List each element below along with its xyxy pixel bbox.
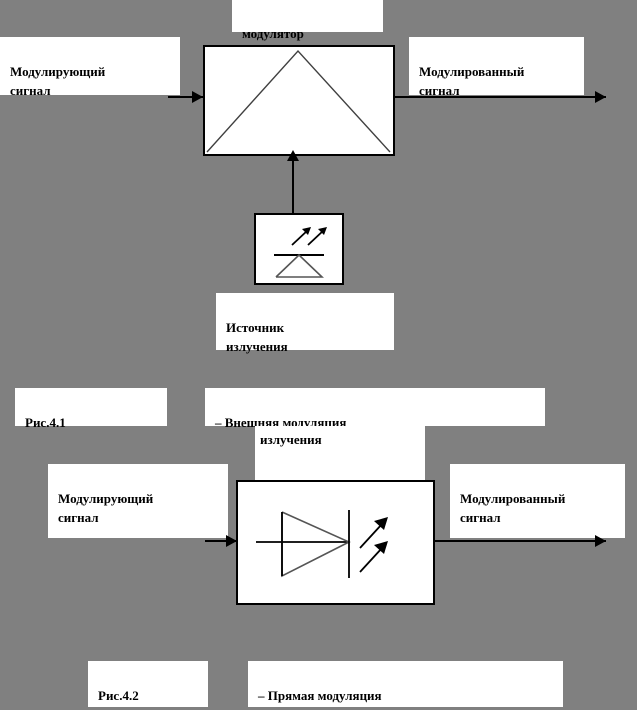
laser-diode-symbol	[256, 510, 388, 578]
modulated-signal-label-top: Модулированный сигнал	[419, 64, 525, 98]
figure-4-1-caption-box: – Внешняя модуляция	[205, 388, 545, 430]
output-arrowhead-bottom	[595, 535, 606, 547]
output-wire-bottom	[434, 540, 606, 542]
input-arrowhead-top	[192, 91, 203, 103]
input-wire-top	[168, 96, 204, 98]
source-wire	[292, 160, 294, 215]
modulated-signal-box-top: Модулированный сигнал	[409, 37, 584, 98]
modulating-signal-label-bottom: Модулирующий сигнал	[58, 491, 154, 525]
modulated-signal-label-bottom: Модулированный сигнал	[460, 491, 566, 525]
figure-4-1-number-box: Рис.4.1	[15, 388, 167, 430]
source-arrowhead	[287, 150, 299, 161]
figure-4-2-number: Рис.4.2	[98, 688, 139, 703]
figure-4-1-caption2-box: излучения	[255, 428, 425, 454]
figure-4-2-number-box: Рис.4.2	[88, 661, 208, 707]
modulator-triangle-symbol	[206, 49, 391, 153]
figure-4-1-caption2: излучения	[260, 432, 322, 447]
input-arrowhead-bottom	[226, 535, 237, 547]
figure-4-2-caption: – Прямая модуляция	[258, 688, 382, 703]
laser-diode-block	[236, 480, 435, 605]
radiation-source-label-box: Источник излучения	[216, 293, 394, 354]
modulating-signal-box-bottom: Модулирующий сигнал	[48, 464, 228, 538]
input-wire-bottom	[205, 540, 237, 542]
figure-4-1-caption2-panel	[255, 426, 425, 480]
modulator-title-box: модулятор	[232, 0, 383, 41]
radiation-source-block	[254, 213, 344, 285]
figure-4-2-caption-box: – Прямая модуляция	[248, 661, 563, 707]
radiation-source-label: Источник излучения	[226, 320, 288, 354]
modulator-title-label: модулятор	[242, 26, 304, 41]
modulator-block	[203, 45, 395, 156]
modulating-signal-box-top: Модулирующий сигнал	[0, 37, 180, 98]
figure-4-1-number: Рис.4.1	[25, 415, 66, 430]
output-wire-top	[393, 96, 606, 98]
modulated-signal-box-bottom: Модулированный сигнал	[450, 464, 625, 538]
output-arrowhead-top	[595, 91, 606, 103]
modulating-signal-label-top: Модулирующий сигнал	[10, 64, 106, 98]
light-emitter-symbol	[274, 227, 327, 278]
